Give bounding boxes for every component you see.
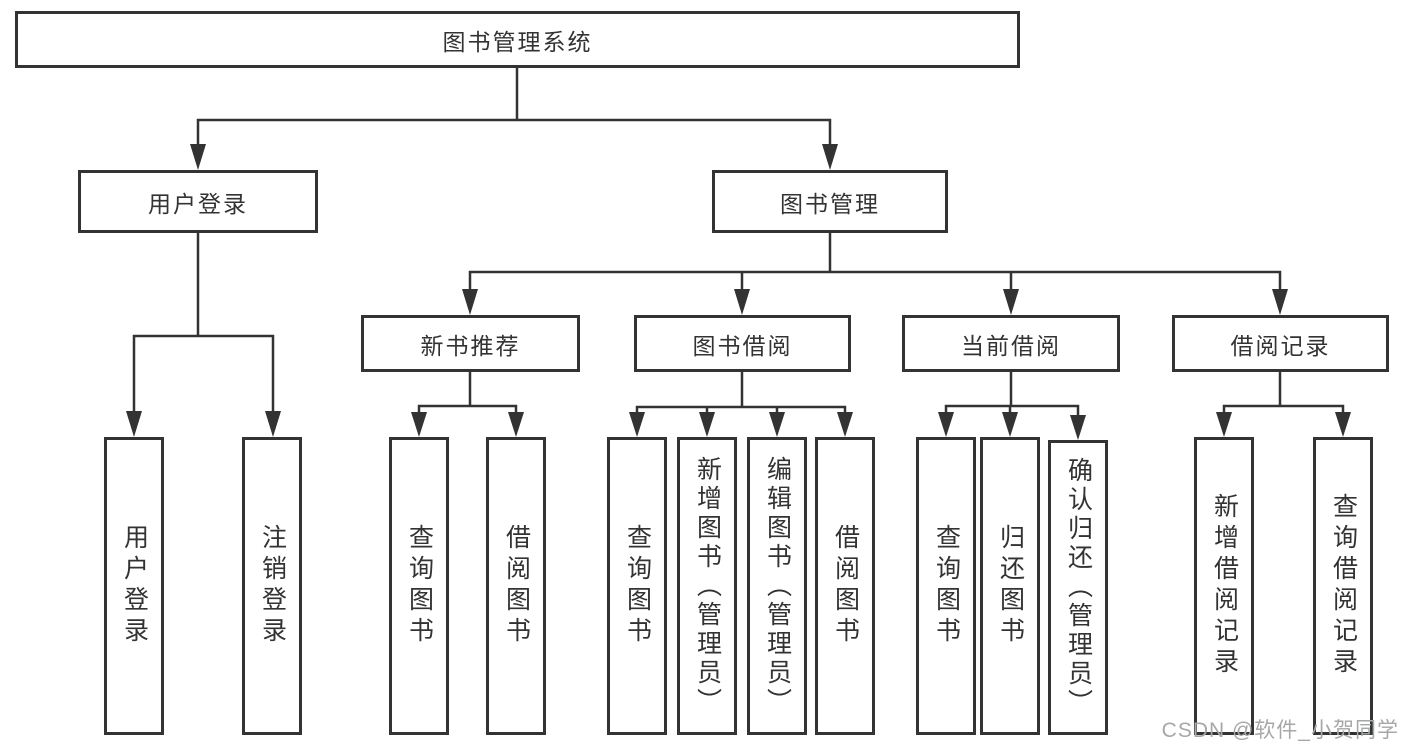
leaf-add-books-admin: 新增图书（管理员） <box>677 437 737 735</box>
leaf-label: 注销登录 <box>258 524 287 648</box>
leaf-return-books: 归还图书 <box>980 437 1040 735</box>
node-label: 借阅记录 <box>1230 332 1331 359</box>
node-label: 新书推荐 <box>420 332 521 359</box>
leaf-borrow-books: 借阅图书 <box>486 437 546 735</box>
leaf-query-books: 查询图书 <box>389 437 449 735</box>
leaf-label: 查询图书 <box>405 524 434 648</box>
leaf-logout: 注销登录 <box>242 437 302 735</box>
node-book-borrow: 图书借阅 <box>634 315 851 372</box>
node-library-system: 图书管理系统 <box>15 11 1020 68</box>
leaf-query-borrow-record: 查询借阅记录 <box>1313 437 1373 735</box>
leaf-label: 新增图书（管理员） <box>693 455 722 717</box>
leaf-label: 编辑图书（管理员） <box>763 455 792 717</box>
leaf-confirm-return-admin: 确认归还（管理员） <box>1048 440 1108 735</box>
leaf-label: 借阅图书 <box>831 524 860 648</box>
node-label: 图书借阅 <box>692 332 793 359</box>
leaf-label: 查询图书 <box>932 524 961 648</box>
leaf-label: 查询借阅记录 <box>1329 493 1358 679</box>
leaf-label: 确认归还（管理员） <box>1064 457 1093 718</box>
node-label: 图书管理 <box>780 190 880 217</box>
leaf-borrow-books: 借阅图书 <box>815 437 875 735</box>
node-current-borrow: 当前借阅 <box>902 315 1120 372</box>
node-borrow-records: 借阅记录 <box>1172 315 1389 372</box>
node-book-management: 图书管理 <box>712 170 948 233</box>
node-label: 用户登录 <box>148 190 248 217</box>
node-user-login: 用户登录 <box>78 170 318 233</box>
leaf-label: 查询图书 <box>623 524 652 648</box>
csdn-watermark: CSDN @软件_小贺同学 <box>1161 719 1399 742</box>
leaf-query-books: 查询图书 <box>916 437 976 735</box>
node-new-book-recommend: 新书推荐 <box>361 315 580 372</box>
node-label: 图书管理系统 <box>442 28 593 55</box>
leaf-edit-books-admin: 编辑图书（管理员） <box>747 437 807 735</box>
node-label: 当前借阅 <box>961 332 1061 359</box>
leaf-label: 用户登录 <box>120 524 149 648</box>
leaf-label: 新增借阅记录 <box>1210 493 1239 679</box>
leaf-label: 归还图书 <box>996 524 1025 648</box>
leaf-query-books: 查询图书 <box>607 437 667 735</box>
leaf-label: 借阅图书 <box>502 524 531 648</box>
leaf-user-login: 用户登录 <box>104 437 164 735</box>
leaf-add-borrow-record: 新增借阅记录 <box>1194 437 1254 735</box>
